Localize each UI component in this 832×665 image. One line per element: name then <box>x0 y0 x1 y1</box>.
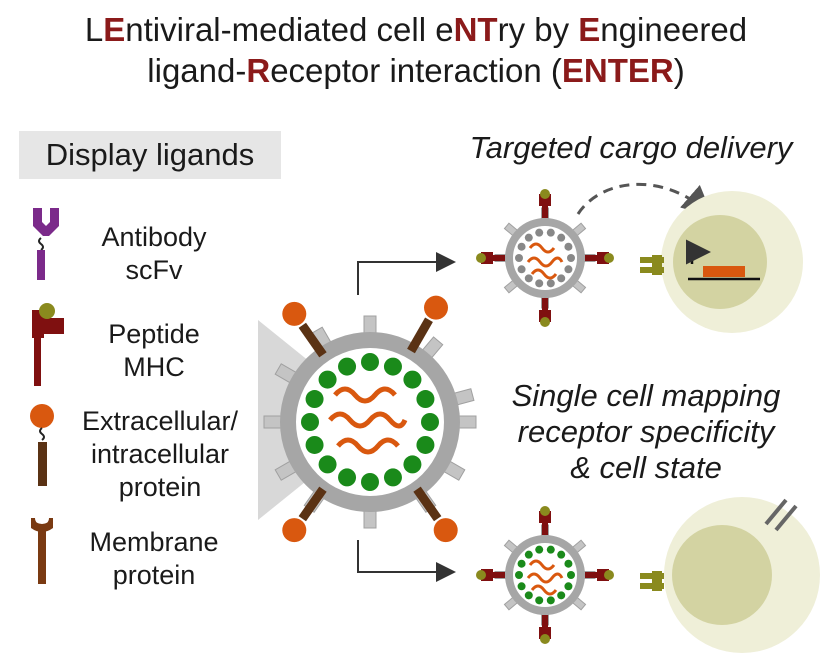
title-fragment: E <box>103 11 126 48</box>
capsid-protein <box>421 413 439 431</box>
membrane-protein-icon <box>31 518 53 584</box>
title-line-1: LEntiviral-mediated cell eNTry by Engine… <box>0 10 832 50</box>
capsid-protein <box>546 596 555 605</box>
capsid-protein <box>524 550 533 559</box>
capsid-protein <box>301 413 319 431</box>
capsid-protein <box>517 242 526 251</box>
capsid-protein <box>546 545 555 554</box>
title-fragment: ngineered <box>600 11 748 48</box>
title-fragment: ) <box>673 52 685 89</box>
title-fragment: R <box>246 52 271 89</box>
title-fragment: eceptor interaction ( <box>270 52 562 89</box>
arrow-to-top <box>357 252 456 295</box>
peptide-mhc-icon <box>32 303 64 386</box>
extracellular-protein-icon <box>30 404 54 486</box>
protein-head <box>424 295 448 320</box>
single-cell-mapping-label: Single cell mapping receptor specificity… <box>511 378 781 485</box>
capsid-protein <box>564 582 573 591</box>
capsid-protein <box>564 559 573 568</box>
capsid-protein <box>546 228 555 237</box>
peptide-ligand <box>604 253 614 263</box>
peptide-ligand <box>476 570 486 580</box>
protein-head <box>433 518 458 543</box>
capsid-protein <box>515 571 523 579</box>
capsid-protein <box>403 455 422 474</box>
peptide-ligand <box>540 506 550 516</box>
title-fragment: L <box>84 11 104 48</box>
capsid-protein <box>305 435 324 454</box>
capsid-protein <box>564 265 573 274</box>
capsid-protein <box>535 545 544 554</box>
peptide-ligand <box>604 570 614 580</box>
capsid-protein <box>535 596 544 605</box>
capsid-protein <box>416 435 435 454</box>
capsid-protein <box>535 228 544 237</box>
peptide-ligand <box>476 253 486 263</box>
capsid-protein <box>318 455 337 474</box>
capsid-protein <box>318 370 337 389</box>
title-fragment: NT <box>453 11 498 48</box>
capsid-protein <box>383 468 402 487</box>
capsid-protein <box>517 559 526 568</box>
receptor-top <box>640 255 664 275</box>
target-cell-top <box>661 191 803 333</box>
capsid-protein <box>403 370 422 389</box>
peptide-ligand <box>540 317 550 327</box>
protein-head <box>282 518 307 543</box>
capsid-protein <box>535 279 544 288</box>
protein-head <box>282 301 307 326</box>
title-fragment: E <box>578 11 601 48</box>
capsid-protein <box>515 254 523 262</box>
capsid-protein <box>557 550 566 559</box>
display-ligands-header: Display ligands <box>19 131 281 179</box>
title-line-2: ligand-Receptor interaction (ENTER) <box>0 51 832 91</box>
reporter-gene-icon <box>703 266 745 277</box>
title-fragment: ENTER <box>561 52 674 89</box>
capsid-protein <box>383 357 402 376</box>
top-virus-bound <box>476 189 614 327</box>
protein-stalk <box>407 317 433 354</box>
capsid-protein <box>524 274 533 283</box>
capsid-protein <box>546 279 555 288</box>
delivery-dashed-arrow <box>576 182 713 216</box>
capsid-protein <box>557 591 566 600</box>
lentivirus-particle <box>263 295 477 543</box>
arrow-to-bottom <box>357 540 456 582</box>
capsid-protein <box>361 473 379 491</box>
bottom-virus-bound <box>476 506 614 644</box>
capsid-protein <box>524 233 533 242</box>
capsid-protein <box>567 254 575 262</box>
capsid-protein <box>416 390 435 409</box>
capsid-protein <box>361 353 379 371</box>
title-fragment: ligand- <box>147 52 247 89</box>
capsid-protein <box>517 582 526 591</box>
target-cell-bottom <box>640 497 820 653</box>
protein-stalk <box>413 486 442 522</box>
capsid-protein <box>567 571 575 579</box>
title-fragment: ntiviral-mediated cell e <box>125 11 454 48</box>
targeted-cargo-delivery-label: Targeted cargo delivery <box>469 130 793 165</box>
capsid-protein <box>564 242 573 251</box>
capsid-protein <box>305 390 324 409</box>
peptide-ligand <box>540 634 550 644</box>
capsid-protein <box>338 468 357 487</box>
title-fragment: ry by <box>497 11 579 48</box>
capsid-protein <box>557 274 566 283</box>
antibody-scfv-icon <box>33 208 59 280</box>
capsid-protein <box>338 357 357 376</box>
protein-stalk <box>298 322 327 358</box>
capsid-protein <box>557 233 566 242</box>
capsid-protein <box>517 265 526 274</box>
peptide-ligand <box>540 189 550 199</box>
protein-stalk <box>298 486 327 522</box>
capsid-protein <box>524 591 533 600</box>
